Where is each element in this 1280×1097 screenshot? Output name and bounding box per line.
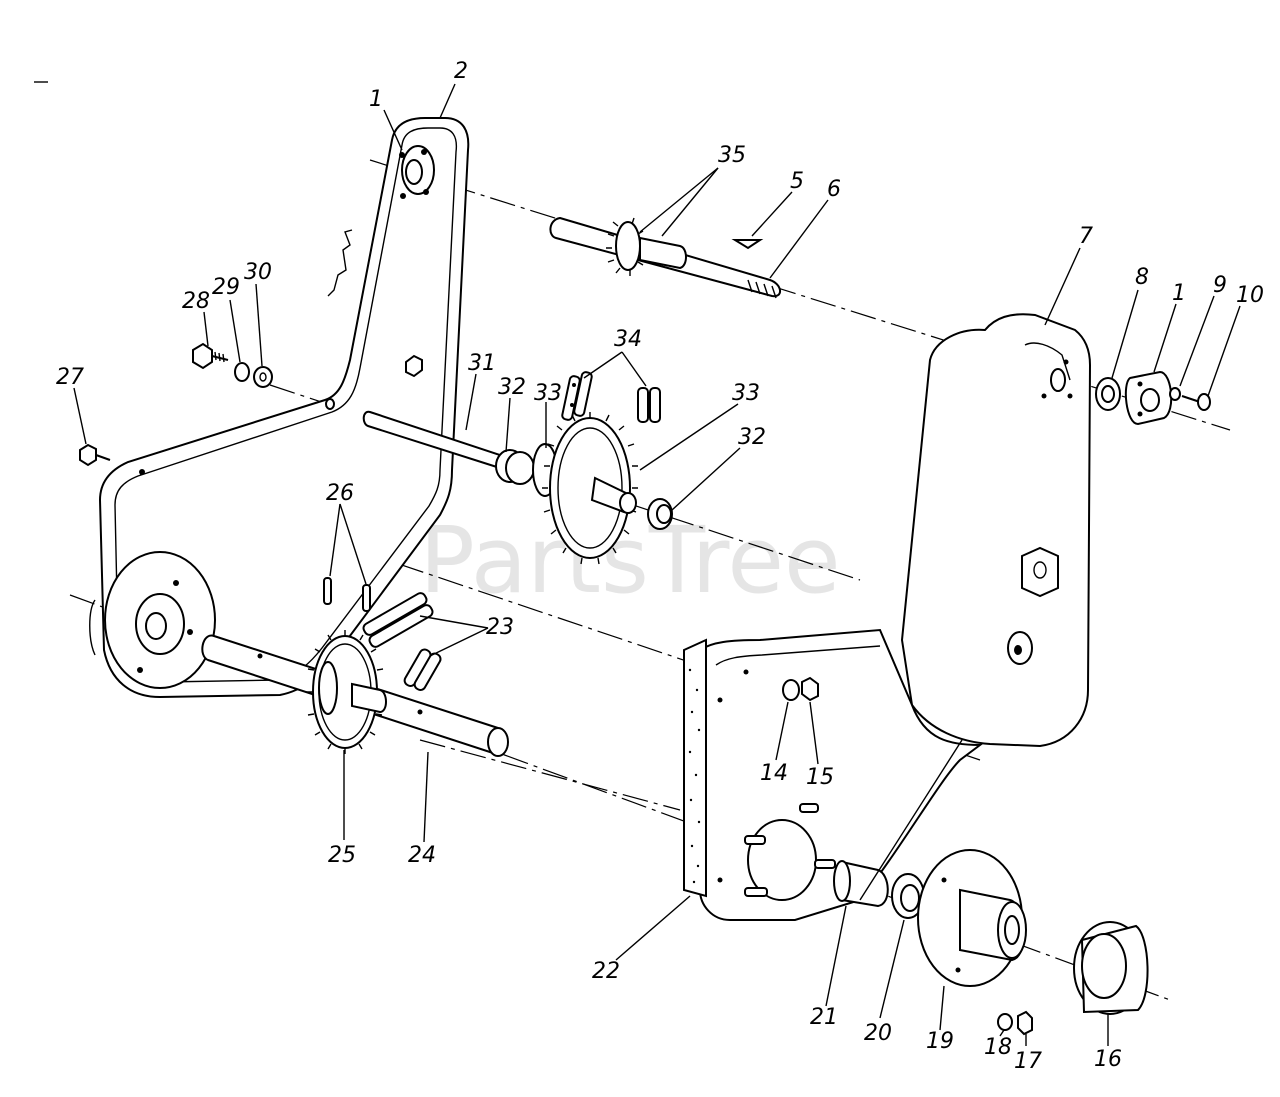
nut-17: [1017, 1010, 1033, 1036]
bolt-28: [192, 342, 229, 370]
callout-6: 6: [827, 177, 841, 202]
watermark-text: PartsTree: [419, 507, 840, 614]
callout-1-right: 1: [1172, 281, 1186, 306]
callout-33-left: 33: [534, 381, 562, 406]
callout-15: 15: [806, 765, 834, 790]
callout-21: 21: [810, 1005, 838, 1030]
callout-23: 23: [486, 615, 514, 640]
callout-14: 14: [760, 761, 788, 786]
chain-23-lower: [403, 648, 442, 691]
bottom-shaft-assembly: [201, 630, 509, 757]
bolt-10: [1181, 393, 1211, 411]
callout-26: 26: [326, 481, 354, 506]
callout-30: 30: [244, 260, 272, 285]
callout-8: 8: [1135, 265, 1149, 290]
callout-27: 27: [56, 365, 84, 390]
pins-26: [323, 577, 371, 612]
callout-16: 16: [1094, 1047, 1122, 1072]
lower-stay: [859, 739, 963, 901]
callout-25: 25: [328, 843, 356, 868]
top-shaft-assembly: [549, 216, 781, 299]
callout-29: 29: [212, 275, 240, 300]
callout-10: 10: [1236, 283, 1264, 308]
callout-1-top: 1: [369, 87, 383, 112]
callout-31: 31: [468, 351, 496, 376]
callout-32-right: 32: [738, 425, 766, 450]
middle-shaft-assembly: [362, 410, 673, 565]
flange-19: [917, 849, 1027, 987]
callout-35: 35: [718, 143, 746, 168]
callout-28: 28: [182, 289, 210, 314]
callout-33-right: 33: [732, 381, 760, 406]
bolt-27: [79, 443, 111, 467]
callout-17: 17: [1014, 1049, 1042, 1074]
leader-lines: [73, 83, 1241, 1046]
gasket-speckle: [688, 668, 701, 884]
washer-18: [997, 1013, 1013, 1031]
callout-22: 22: [592, 959, 620, 984]
callout-2: 2: [454, 59, 468, 84]
chain-23-upper: [362, 592, 434, 648]
small-plug: [325, 398, 335, 410]
chain-34-right: [637, 387, 661, 423]
callout-5: 5: [790, 169, 804, 194]
washer-29: [234, 362, 250, 382]
washer-30: [253, 366, 273, 388]
bearing-8: [1095, 377, 1121, 411]
washer-14: [782, 679, 800, 701]
bottom-sprocket-teeth: [306, 630, 384, 754]
ring-16: [1073, 921, 1149, 1015]
left-housing: [89, 117, 470, 699]
flange-1-right: [1124, 370, 1173, 426]
callout-34: 34: [614, 327, 642, 352]
chain-34-left: [561, 371, 593, 421]
callouts: 1 2 35 5 6 7 8 1 9 10 28 29 30 27 31 32 …: [56, 59, 1264, 1074]
washer-30-hole: [259, 372, 267, 382]
callout-9: 9: [1213, 273, 1227, 298]
nut-15: [801, 676, 819, 702]
callout-19: 19: [926, 1029, 954, 1054]
callout-24: 24: [408, 843, 436, 868]
callout-20: 20: [864, 1021, 892, 1046]
callout-32-left: 32: [498, 375, 526, 400]
washer-9: [1169, 387, 1181, 401]
callout-18: 18: [984, 1035, 1012, 1060]
right-housing: [683, 313, 1092, 921]
studs: [744, 803, 836, 897]
callout-7: 7: [1079, 224, 1093, 249]
